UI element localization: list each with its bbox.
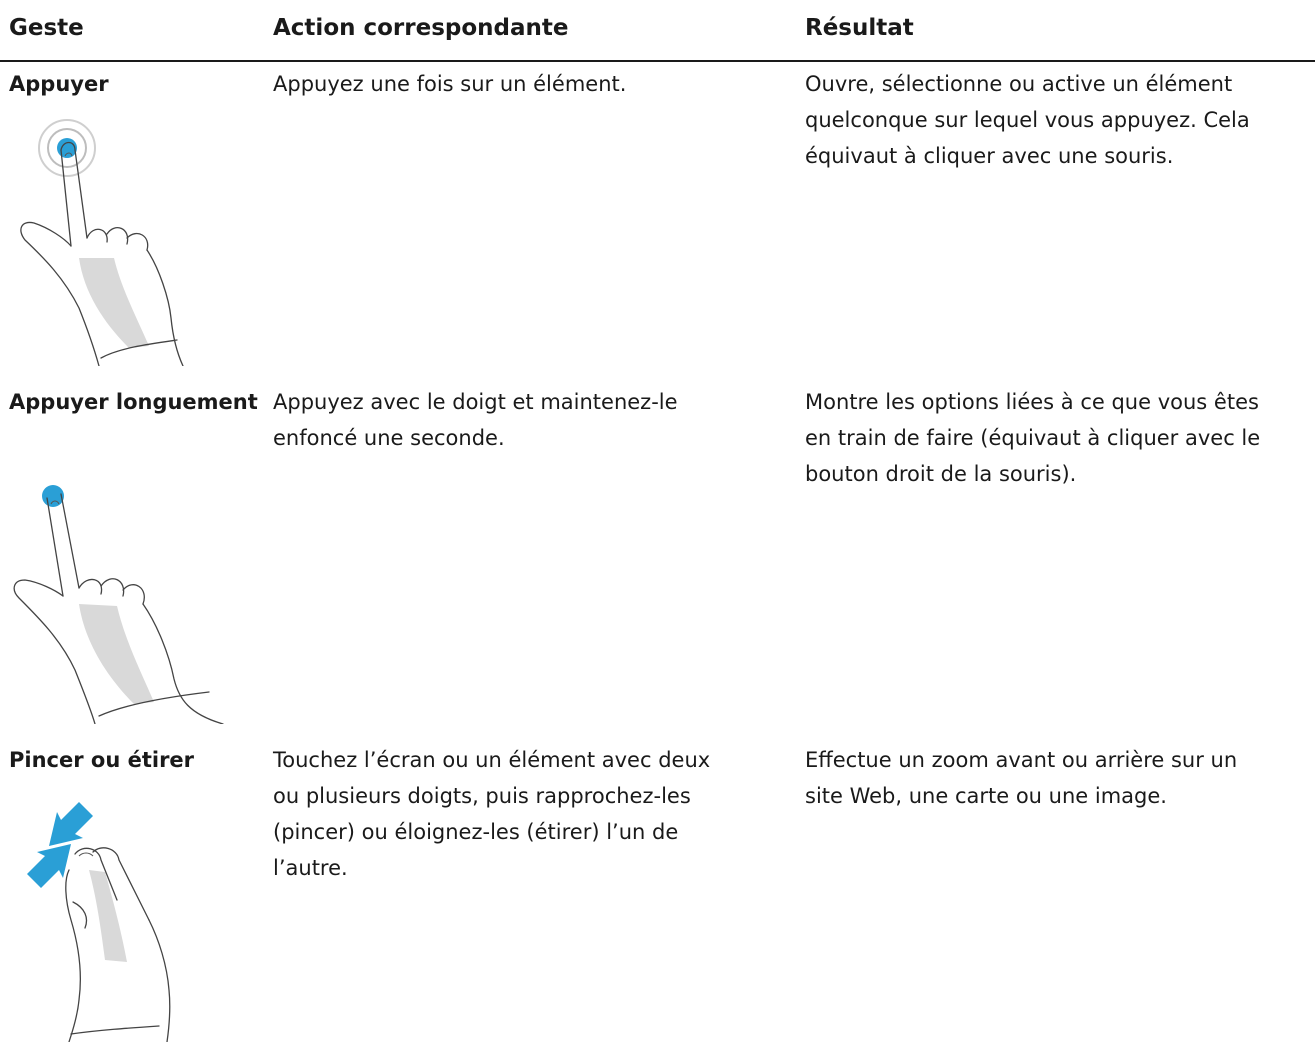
header-action: Action correspondante	[273, 15, 569, 41]
tap-hand-icon	[9, 118, 209, 370]
press-and-hold-hand-icon	[9, 484, 229, 728]
table-row-pinch-stretch: Pincer ou étirer Touchez l’écran ou un é…	[0, 742, 1315, 1043]
gesture-action: Appuyez avec le doigt et maintenez-le en…	[273, 390, 678, 450]
pinch-stretch-hand-icon	[9, 790, 209, 1046]
table-header: Geste Action correspondante Résultat	[0, 0, 1315, 62]
gesture-result: Effectue un zoom avant ou arrière sur un…	[805, 748, 1238, 808]
table-row-press-and-hold: Appuyer longuement Appuyez avec le doigt…	[0, 384, 1315, 725]
gesture-result: Montre les options liées à ce que vous ê…	[805, 390, 1261, 486]
gesture-name: Appuyer	[9, 72, 109, 96]
gesture-result: Ouvre, sélectionne ou active un élément …	[805, 72, 1250, 168]
gesture-action: Appuyez une fois sur un élément.	[273, 72, 627, 96]
table-row-tap: Appuyer Appuyez une fois sur un élément.…	[0, 66, 1315, 367]
header-gesture: Geste	[9, 15, 84, 41]
header-result: Résultat	[805, 15, 914, 41]
gesture-name: Pincer ou étirer	[9, 748, 195, 772]
gesture-action: Touchez l’écran ou un élément avec deux …	[273, 748, 711, 880]
gesture-name: Appuyer longuement	[9, 390, 258, 414]
